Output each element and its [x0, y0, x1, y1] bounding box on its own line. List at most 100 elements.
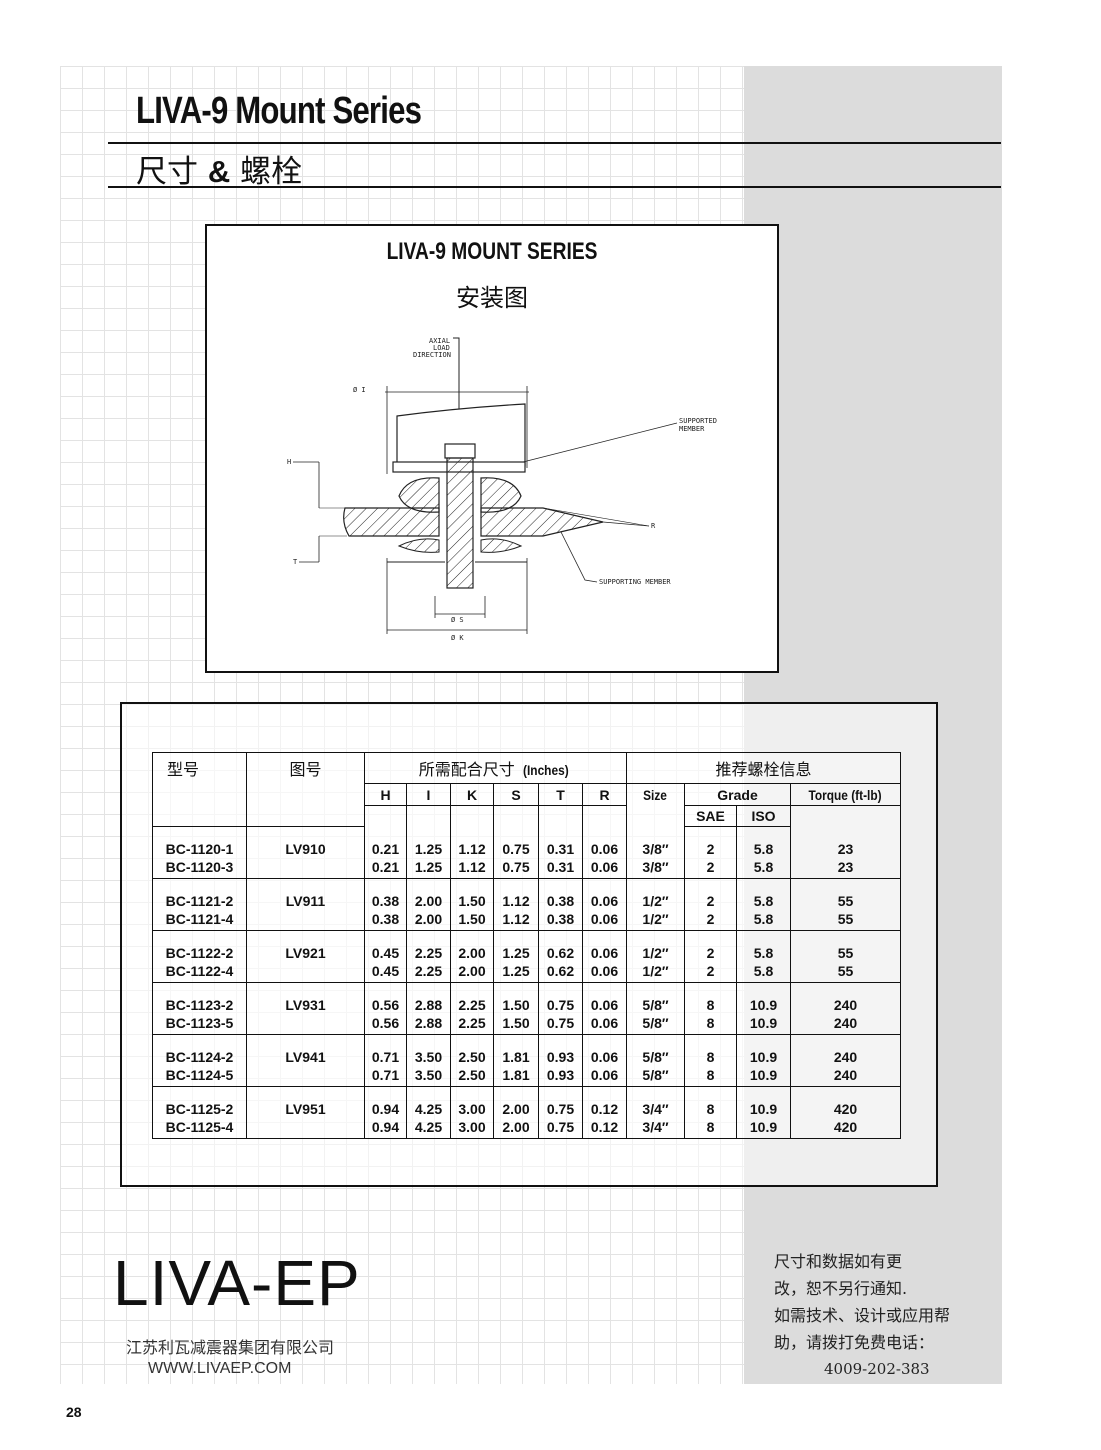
cell-size: 3/4″ — [626, 1116, 685, 1139]
cell-i: 4.25 — [406, 1086, 451, 1117]
cell-s: 0.75 — [493, 856, 539, 879]
cell-r: 0.06 — [582, 1064, 627, 1087]
label-member: MEMBER — [679, 425, 705, 433]
cell-sae: 8 — [684, 982, 737, 1013]
dimensions-and-bolts-table: 型号 图号 所需配合尺寸 (Inches) 推荐螺栓信息 H I K S T R… — [152, 752, 901, 1139]
cell-size: 5/8″ — [626, 1064, 685, 1087]
cell-k: 1.50 — [450, 878, 494, 909]
cell-iso: 10.9 — [736, 1012, 791, 1035]
cell-r: 0.06 — [582, 878, 627, 909]
installation-diagram: LIVA-9 MOUNT SERIES 安装图 AXIAL LOAD DIREC… — [205, 224, 779, 673]
cell-s: 2.00 — [493, 1086, 539, 1117]
cell-k: 2.25 — [450, 982, 494, 1013]
cell-r: 0.06 — [582, 960, 627, 983]
cell-t: 0.38 — [538, 908, 583, 931]
cell-t: 0.31 — [538, 826, 583, 857]
cell-sae: 8 — [684, 1012, 737, 1035]
header-r: R — [582, 783, 627, 806]
hotline-number: 4009-202-383 — [824, 1360, 930, 1378]
cell-drawing — [246, 1116, 365, 1139]
cell-i: 1.25 — [406, 826, 451, 857]
cell-s: 1.12 — [493, 908, 539, 931]
cell-i: 2.88 — [406, 982, 451, 1013]
title-divider-top — [108, 142, 1001, 144]
cell-drawing: LV941 — [246, 1034, 365, 1065]
cell-k: 3.00 — [450, 1086, 494, 1117]
cell-model: BC-1123-5 — [152, 1012, 247, 1035]
cell-torque: 55 — [790, 908, 901, 931]
cell-h: 0.45 — [364, 930, 407, 961]
cell-drawing — [246, 1012, 365, 1035]
cell-h: 0.45 — [364, 960, 407, 983]
cell-sae: 2 — [684, 908, 737, 931]
cell-model: BC-1125-4 — [152, 1116, 247, 1139]
cell-t: 0.75 — [538, 1116, 583, 1139]
cell-s: 1.25 — [493, 960, 539, 983]
header-h: H — [364, 783, 407, 806]
cell-model: BC-1122-4 — [152, 960, 247, 983]
cell-model: BC-1123-2 — [152, 982, 247, 1013]
cell-k: 1.12 — [450, 826, 494, 857]
header-dimensions: 所需配合尺寸 (Inches) — [364, 752, 627, 784]
label-axial: AXIAL — [429, 337, 450, 345]
cell-torque: 420 — [790, 1086, 901, 1117]
cell-i: 2.25 — [406, 930, 451, 961]
label-phi-i: Ø I — [353, 386, 366, 394]
cell-drawing: LV921 — [246, 930, 365, 961]
cell-iso: 5.8 — [736, 930, 791, 961]
cell-r: 0.06 — [582, 908, 627, 931]
cell-torque: 55 — [790, 960, 901, 983]
cell-k: 2.50 — [450, 1034, 494, 1065]
cell-iso: 10.9 — [736, 1116, 791, 1139]
cell-r: 0.12 — [582, 1116, 627, 1139]
cell-size: 5/8″ — [626, 1012, 685, 1035]
header-sae: SAE — [684, 805, 737, 827]
cell-s: 1.81 — [493, 1034, 539, 1065]
cell-model: BC-1121-2 — [152, 878, 247, 909]
cell-iso: 5.8 — [736, 878, 791, 909]
company-name: 江苏利瓦减震器集团有限公司 — [126, 1338, 335, 1357]
cell-size: 5/8″ — [626, 1034, 685, 1065]
cell-model: BC-1121-4 — [152, 908, 247, 931]
cell-k: 1.12 — [450, 856, 494, 879]
cell-torque: 240 — [790, 1064, 901, 1087]
cell-sae: 2 — [684, 856, 737, 879]
cell-torque: 23 — [790, 826, 901, 857]
note-line-4: 助，请拨打免费电话： — [774, 1333, 935, 1352]
cell-model: BC-1120-1 — [152, 826, 247, 857]
label-supported: SUPPORTED — [679, 417, 717, 425]
cell-drawing — [246, 1064, 365, 1087]
cell-r: 0.06 — [582, 856, 627, 879]
label-t: T — [293, 558, 298, 566]
cell-i: 2.00 — [406, 878, 451, 909]
cell-i: 2.25 — [406, 960, 451, 983]
header-drawing: 图号 — [246, 752, 365, 784]
disclaimer-note: 尺寸和数据如有更 改，恕不另行通知. 如需技术、设计或应用帮 助，请拨打免费电话… — [774, 1248, 974, 1356]
cell-size: 3/8″ — [626, 826, 685, 857]
note-line-1: 尺寸和数据如有更 — [774, 1252, 903, 1271]
cell-k: 2.00 — [450, 960, 494, 983]
cell-sae: 2 — [684, 960, 737, 983]
cell-sae: 8 — [684, 1034, 737, 1065]
cell-sae: 2 — [684, 826, 737, 857]
specification-table-frame: 型号 图号 所需配合尺寸 (Inches) 推荐螺栓信息 H I K S T R… — [120, 702, 938, 1187]
cell-r: 0.12 — [582, 1086, 627, 1117]
header-grade: Grade — [684, 783, 791, 806]
cell-h: 0.71 — [364, 1034, 407, 1065]
header-i: I — [406, 783, 451, 806]
page-number: 28 — [66, 1404, 82, 1420]
cell-torque: 55 — [790, 930, 901, 961]
header-model-spacer-2 — [152, 805, 247, 827]
cell-t: 0.62 — [538, 930, 583, 961]
cell-iso: 5.8 — [736, 960, 791, 983]
cell-torque: 420 — [790, 1116, 901, 1139]
header-s: S — [493, 783, 539, 806]
cell-model: BC-1125-2 — [152, 1086, 247, 1117]
